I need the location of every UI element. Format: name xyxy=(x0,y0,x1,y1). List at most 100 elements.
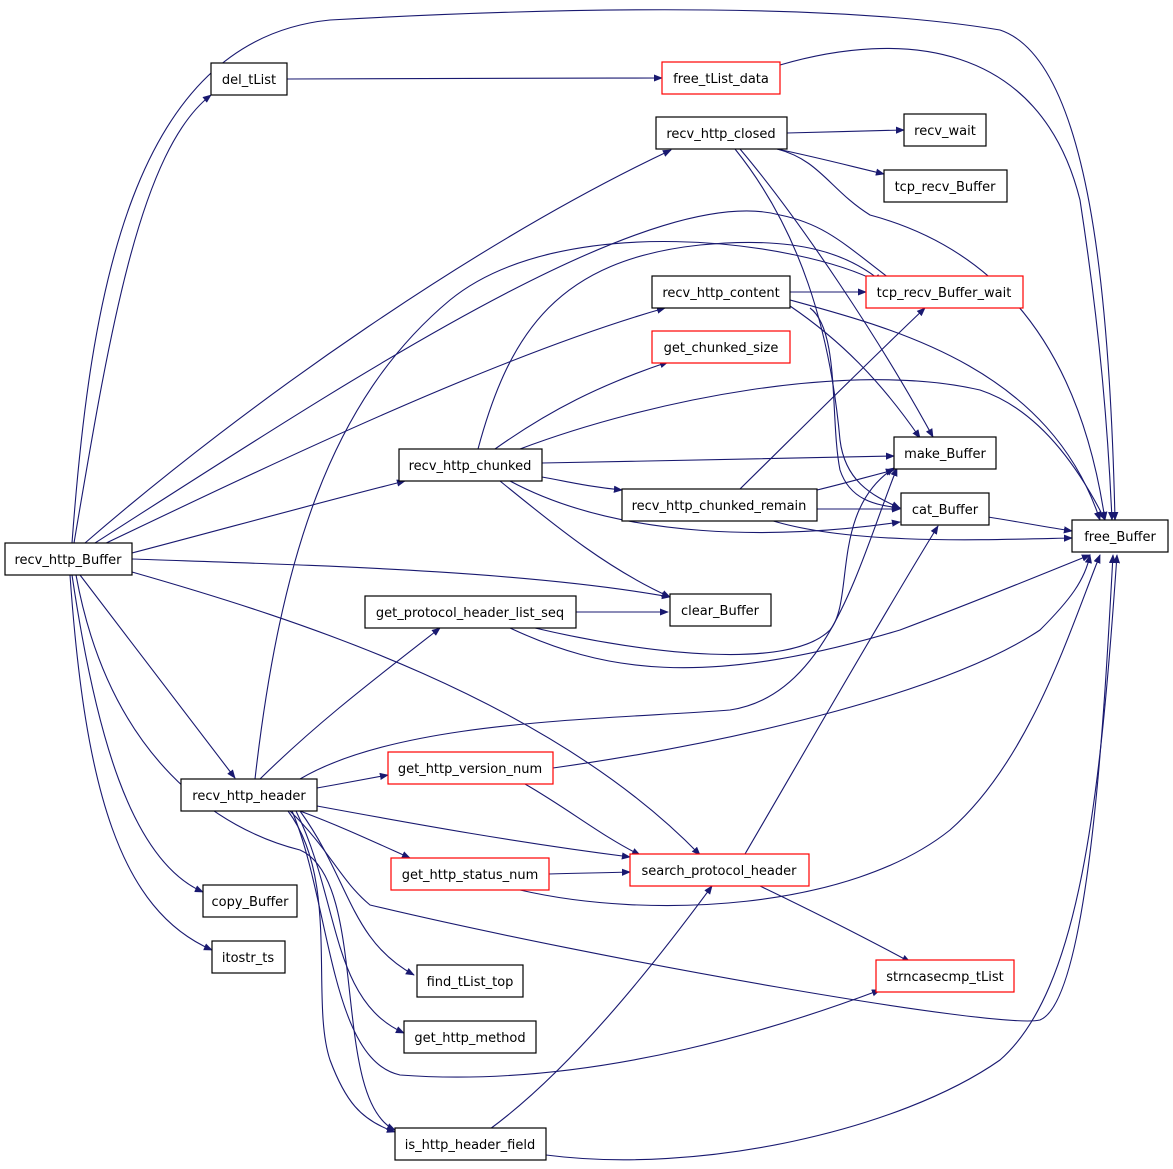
node-get_http_method[interactable]: get_http_method xyxy=(403,1020,537,1054)
edge-get_protocol_header_list_seq-free_Buffer xyxy=(509,554,1091,669)
edge-recv_http_Buffer-recv_http_closed xyxy=(84,149,672,544)
edge-search_protocol_header-strncasecmp_tList xyxy=(759,885,911,963)
node-label: recv_wait xyxy=(914,124,976,139)
node-label: recv_http_content xyxy=(662,286,779,301)
node-get_chunked_size[interactable]: get_chunked_size xyxy=(651,330,791,364)
node-label: tcp_recv_Buffer_wait xyxy=(877,286,1012,301)
node-label: copy_Buffer xyxy=(211,895,289,910)
edge-cat_Buffer-free_Buffer xyxy=(987,516,1073,534)
node-get_protocol_header_list_seq[interactable]: get_protocol_header_list_seq xyxy=(364,595,577,629)
edge-recv_http_Buffer-del_tList xyxy=(73,94,212,544)
edge-recv_http_Buffer-recv_http_content xyxy=(99,306,666,547)
edge-recv_http_chunked_remain-free_Buffer xyxy=(769,519,1073,542)
node-recv_http_Buffer[interactable]: recv_http_Buffer xyxy=(4,542,133,576)
node-label: make_Buffer xyxy=(904,447,986,462)
edge-recv_http_header-tcp_recv_Buffer_wait xyxy=(254,241,881,780)
edge-recv_http_Buffer-recv_http_header xyxy=(79,574,236,779)
edge-recv_http_header-make_Buffer xyxy=(299,467,898,780)
edge-recv_http_Buffer-free_Buffer xyxy=(71,9,1119,544)
node-recv_http_header[interactable]: recv_http_header xyxy=(180,778,318,812)
edge-get_http_status_num-search_protocol_header xyxy=(548,868,631,876)
edge-recv_http_closed-tcp_recv_Buffer xyxy=(776,148,885,176)
edge-recv_http_chunked-tcp_recv_Buffer_wait xyxy=(477,241,883,450)
edge-recv_http_Buffer-search_protocol_header xyxy=(131,571,701,856)
node-label: clear_Buffer xyxy=(681,604,760,619)
edge-recv_http_content-cat_Buffer xyxy=(809,307,901,511)
edge-get_http_status_num-free_Buffer xyxy=(519,554,1101,907)
edge-recv_http_Buffer-clear_Buffer xyxy=(131,558,671,600)
node-label: get_http_status_num xyxy=(402,868,539,883)
node-strncasecmp_tList[interactable]: strncasecmp_tList xyxy=(875,959,1015,993)
edge-recv_http_header-free_Buffer xyxy=(289,554,1117,1022)
node-get_http_version_num[interactable]: get_http_version_num xyxy=(387,751,554,785)
edge-recv_http_Buffer-tcp_recv_Buffer_wait xyxy=(94,210,906,544)
edge-recv_http_closed-cat_Buffer xyxy=(734,148,901,509)
node-label: itostr_ts xyxy=(222,951,274,966)
node-find_tList_top[interactable]: find_tList_top xyxy=(416,964,524,998)
node-get_http_status_num[interactable]: get_http_status_num xyxy=(390,857,550,891)
edge-del_tList-free_tList_data xyxy=(286,74,663,82)
edge-recv_http_closed-make_Buffer xyxy=(739,148,934,438)
edge-is_http_header_field-search_protocol_header xyxy=(489,885,713,1130)
node-tcp_recv_Buffer_wait[interactable]: tcp_recv_Buffer_wait xyxy=(865,275,1024,309)
node-label: find_tList_top xyxy=(427,975,514,990)
edge-recv_http_chunked_remain-make_Buffer xyxy=(816,468,895,491)
edge-get_http_version_num-search_protocol_header xyxy=(524,783,641,856)
node-recv_http_chunked[interactable]: recv_http_chunked xyxy=(398,448,543,482)
edge-recv_http_Buffer-copy_Buffer xyxy=(71,574,204,893)
node-recv_http_closed[interactable]: recv_http_closed xyxy=(655,116,788,150)
node-label: recv_http_chunked xyxy=(409,459,532,474)
node-cat_Buffer[interactable]: cat_Buffer xyxy=(900,492,990,526)
edge-recv_http_header-get_protocol_header_list_seq xyxy=(259,627,441,780)
edge-recv_http_chunked-clear_Buffer xyxy=(499,480,671,598)
node-is_http_header_field[interactable]: is_http_header_field xyxy=(394,1127,547,1161)
edge-recv_http_content-make_Buffer xyxy=(789,305,921,439)
node-recv_wait[interactable]: recv_wait xyxy=(903,113,987,147)
node-clear_Buffer[interactable]: clear_Buffer xyxy=(669,593,772,627)
node-search_protocol_header[interactable]: search_protocol_header xyxy=(629,853,810,887)
edge-recv_http_header-find_tList_top xyxy=(299,810,415,976)
edge-recv_http_header-search_protocol_header xyxy=(316,805,631,860)
edge-recv_http_chunked-cat_Buffer xyxy=(509,480,901,534)
node-free_Buffer[interactable]: free_Buffer xyxy=(1071,519,1169,553)
node-label: get_protocol_header_list_seq xyxy=(376,606,564,621)
edge-recv_http_header-get_http_version_num xyxy=(316,772,389,789)
node-label: del_tList xyxy=(222,73,276,88)
edge-get_protocol_header_list_seq-make_Buffer xyxy=(534,467,895,656)
node-label: strncasecmp_tList xyxy=(886,970,1004,985)
edge-recv_http_Buffer-is_http_header_field xyxy=(75,574,396,1131)
edge-recv_http_chunked-get_chunked_size xyxy=(494,361,669,450)
edge-recv_http_chunked-recv_http_chunked_remain xyxy=(541,476,623,493)
edge-search_protocol_header-cat_Buffer xyxy=(744,525,939,855)
node-label: recv_http_header xyxy=(192,789,306,804)
edge-recv_http_header-is_http_header_field xyxy=(287,810,396,1133)
node-copy_Buffer[interactable]: copy_Buffer xyxy=(202,884,298,918)
node-label: get_chunked_size xyxy=(664,341,779,356)
node-label: get_http_method xyxy=(414,1031,525,1046)
edge-recv_http_header-get_http_status_num xyxy=(299,810,411,859)
edge-recv_http_chunked-free_Buffer xyxy=(519,379,1106,521)
node-recv_http_chunked_remain[interactable]: recv_http_chunked_remain xyxy=(621,488,818,522)
edge-recv_http_chunked_remain-tcp_recv_Buffer_wait xyxy=(739,307,926,490)
node-tcp_recv_Buffer[interactable]: tcp_recv_Buffer xyxy=(883,169,1008,203)
node-label: cat_Buffer xyxy=(912,503,979,518)
edge-recv_http_content-free_Buffer xyxy=(789,299,1101,521)
edge-get_http_version_num-free_Buffer xyxy=(552,554,1092,769)
node-label: tcp_recv_Buffer xyxy=(895,180,997,195)
node-label: free_Buffer xyxy=(1084,530,1156,545)
node-label: recv_http_Buffer xyxy=(14,553,122,568)
node-itostr_ts[interactable]: itostr_ts xyxy=(211,940,286,974)
node-free_tList_data[interactable]: free_tList_data xyxy=(661,61,781,95)
node-del_tList[interactable]: del_tList xyxy=(210,62,288,96)
node-label: get_http_version_num xyxy=(398,762,542,777)
node-label: is_http_header_field xyxy=(405,1138,535,1153)
node-label: search_protocol_header xyxy=(641,864,797,879)
edge-recv_http_Buffer-itostr_ts xyxy=(69,574,213,951)
edge-free_tList_data-free_Buffer xyxy=(779,47,1116,521)
node-label: recv_http_chunked_remain xyxy=(632,499,807,514)
edge-recv_http_Buffer-recv_http_chunked xyxy=(131,479,406,554)
node-make_Buffer[interactable]: make_Buffer xyxy=(893,436,997,470)
edge-recv_http_closed-free_Buffer xyxy=(776,148,1108,521)
node-recv_http_content[interactable]: recv_http_content xyxy=(651,275,791,309)
